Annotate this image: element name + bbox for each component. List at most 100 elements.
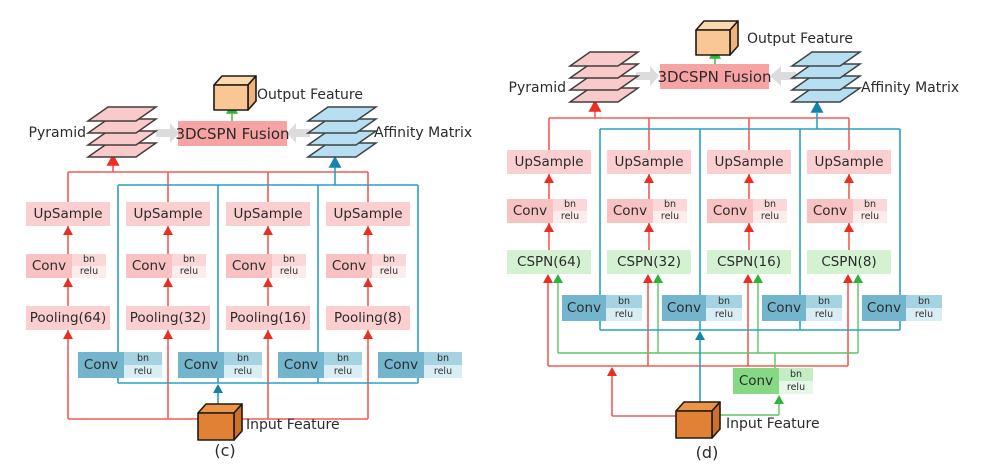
conv-label: Conv	[126, 254, 172, 278]
c-affinity-matrix-label: Affinity Matrix	[374, 125, 473, 141]
d-upsample-box-1: UpSample	[507, 150, 591, 174]
relu-label: relu	[172, 266, 206, 278]
bn-label: bn	[424, 352, 462, 365]
c-pooling-box-3: Pooling(16)	[226, 306, 310, 330]
c-caption: (c)	[214, 441, 236, 460]
conv-label: Conv	[378, 352, 424, 378]
bn-label: bn	[124, 352, 162, 365]
bn-label: bn	[224, 352, 262, 365]
d-affinity-matrix-label: Affinity Matrix	[861, 80, 960, 96]
bn-label: bn	[72, 254, 106, 266]
conv-label: Conv	[278, 352, 324, 378]
relu-label: relu	[324, 365, 362, 378]
c-upsample-box-2: UpSample	[126, 202, 210, 226]
relu-label: relu	[124, 365, 162, 378]
c-pooling-box-4: Pooling(8)	[326, 306, 410, 330]
d-pyramid-label: Pyramid	[508, 80, 566, 96]
relu-label: relu	[224, 365, 262, 378]
bn-label: bn	[606, 295, 642, 308]
c-affinity-stack-icon	[305, 106, 379, 158]
bn-label: bn	[806, 295, 842, 308]
d-gray-fusion-arrows	[636, 66, 796, 86]
relu-label: relu	[424, 365, 462, 378]
conv-label: Conv	[78, 352, 124, 378]
c-fusion-box: 3DCSPN Fusion	[175, 121, 290, 146]
conv-label: Conv	[762, 295, 806, 321]
c-pyramid-label: Pyramid	[28, 125, 86, 141]
relu-label: relu	[906, 308, 942, 321]
bn-label: bn	[324, 352, 362, 365]
conv-label: Conv	[226, 254, 272, 278]
conv-label: Conv	[807, 199, 853, 223]
c-green-arrow	[226, 103, 238, 121]
bn-label: bn	[272, 254, 306, 266]
relu-label: relu	[753, 211, 787, 223]
conv-label: Conv	[26, 254, 72, 278]
c-output-feature-cube	[213, 75, 257, 111]
c-input-feature-cube	[197, 403, 243, 441]
bn-label: bn	[553, 199, 587, 211]
c-pooling-box-1: Pooling(64)	[26, 306, 110, 330]
c-output-feature-label: Output Feature	[257, 87, 363, 103]
c-pyramid-stack-icon	[85, 106, 159, 158]
c-input-feature-label: Input Feature	[246, 417, 340, 433]
bn-label: bn	[853, 199, 887, 211]
conv-label: Conv	[662, 295, 706, 321]
d-input-feature-cube	[675, 401, 721, 439]
d-cspn-box-2: CSPN(32)	[607, 250, 691, 274]
conv-label: Conv	[326, 254, 372, 278]
d-cspn-box-1: CSPN(64)	[507, 250, 591, 274]
d-red-flow-lines	[547, 110, 850, 417]
relu-label: relu	[272, 266, 306, 278]
relu-label: relu	[606, 308, 642, 321]
d-output-feature-label: Output Feature	[747, 31, 853, 47]
conv-label: Conv	[607, 199, 653, 223]
relu-label: relu	[853, 211, 887, 223]
conv-label: Conv	[707, 199, 753, 223]
c-gray-fusion-arrows	[156, 123, 310, 143]
relu-label: relu	[653, 211, 687, 223]
c-pooling-box-2: Pooling(32)	[126, 306, 210, 330]
relu-label: relu	[706, 308, 742, 321]
bn-label: bn	[172, 254, 206, 266]
bn-label: bn	[906, 295, 942, 308]
conv-label: Conv	[562, 295, 606, 321]
conv-label: Conv	[178, 352, 224, 378]
d-fusion-box: 3DCSPN Fusion	[657, 64, 772, 89]
d-output-feature-cube	[695, 20, 739, 56]
bn-label: bn	[372, 254, 406, 266]
relu-label: relu	[553, 211, 587, 223]
d-green-fusion-arrow	[709, 48, 721, 64]
c-blue-flow-lines	[117, 166, 419, 406]
bn-label: bn	[706, 295, 742, 308]
d-upsample-box-2: UpSample	[607, 150, 691, 174]
d-cspn-box-3: CSPN(16)	[707, 250, 791, 274]
relu-label: relu	[806, 308, 842, 321]
relu-label: relu	[372, 266, 406, 278]
d-pyramid-stack-icon	[567, 51, 641, 103]
c-upsample-box-1: UpSample	[26, 202, 110, 226]
d-caption: (d)	[695, 443, 719, 462]
relu-label: relu	[779, 381, 813, 394]
relu-label: relu	[72, 266, 106, 278]
bn-label: bn	[653, 199, 687, 211]
d-upsample-box-3: UpSample	[707, 150, 791, 174]
